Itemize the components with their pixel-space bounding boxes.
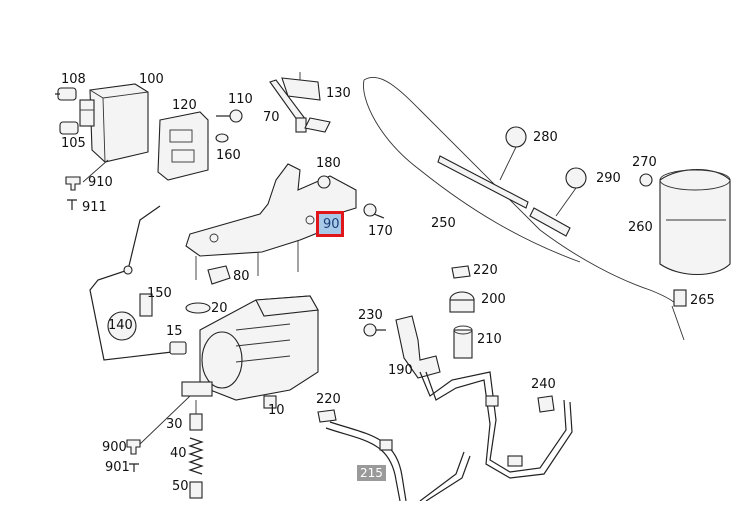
part-240-clip [537, 395, 555, 413]
label-20[interactable]: 20 [211, 301, 228, 316]
part-80-clip [207, 265, 231, 285]
part-230-bolt [363, 323, 386, 337]
label-100[interactable]: 100 [139, 72, 164, 87]
part-215-line-harness [325, 371, 573, 502]
label-105[interactable]: 105 [61, 136, 86, 151]
part-40-spring [188, 437, 204, 475]
part-270-nut [639, 173, 653, 187]
part-170-bolt [363, 203, 385, 219]
part-911-clip [67, 199, 77, 210]
label-140[interactable]: 140 [108, 318, 133, 333]
part-20-washer [185, 302, 211, 314]
part-105-sensor [59, 121, 79, 135]
label-260[interactable]: 260 [628, 220, 653, 235]
label-230[interactable]: 230 [358, 308, 383, 323]
label-160[interactable]: 160 [216, 148, 241, 163]
label-80[interactable]: 80 [233, 269, 250, 284]
part-10-compressor [181, 295, 319, 409]
label-10[interactable]: 10 [268, 403, 285, 418]
label-200[interactable]: 200 [481, 292, 506, 307]
label-40[interactable]: 40 [170, 446, 187, 461]
label-270[interactable]: 270 [632, 155, 657, 170]
part-900-clip [126, 439, 141, 455]
part-220-clip-top [451, 265, 471, 279]
part-210-valve [453, 325, 473, 359]
part-260-air-reservoir [659, 169, 731, 275]
part-50-plug [189, 481, 203, 499]
part-160-washer [215, 133, 229, 143]
label-280[interactable]: 280 [533, 130, 558, 145]
label-130[interactable]: 130 [326, 86, 351, 101]
part-220-clip-bottom [317, 409, 337, 423]
part-15-fitting [169, 341, 187, 355]
part-30-valve [189, 413, 203, 431]
part-100-control-unit [79, 83, 149, 163]
label-70[interactable]: 70 [263, 110, 280, 125]
part-910-clip [65, 176, 81, 191]
label-215[interactable]: 215 [357, 465, 386, 481]
label-240[interactable]: 240 [531, 377, 556, 392]
label-265[interactable]: 265 [690, 293, 715, 308]
part-108-sensor [55, 87, 77, 101]
label-220-bottom[interactable]: 220 [316, 392, 341, 407]
label-180[interactable]: 180 [316, 156, 341, 171]
label-901[interactable]: 901 [105, 460, 130, 475]
part-180-nut [317, 175, 331, 189]
label-290[interactable]: 290 [596, 171, 621, 186]
part-280-rod [437, 126, 529, 209]
part-90-bracket [185, 163, 357, 280]
part-901-clip [129, 463, 139, 472]
label-120[interactable]: 120 [172, 98, 197, 113]
part-265-valve [673, 289, 687, 307]
part-70-link [269, 79, 307, 133]
label-900[interactable]: 900 [102, 440, 127, 455]
label-190[interactable]: 190 [388, 363, 413, 378]
label-170[interactable]: 170 [368, 224, 393, 239]
part-120-bracket [157, 111, 209, 181]
part-200-valve [449, 291, 475, 313]
label-210[interactable]: 210 [477, 332, 502, 347]
label-108[interactable]: 108 [61, 72, 86, 87]
label-30[interactable]: 30 [166, 417, 183, 432]
highlighted-part-90[interactable]: 90 [316, 211, 344, 237]
label-50[interactable]: 50 [172, 479, 189, 494]
label-250[interactable]: 250 [431, 216, 456, 231]
label-220-top[interactable]: 220 [473, 263, 498, 278]
label-911[interactable]: 911 [82, 200, 107, 215]
part-190-valve-block [395, 315, 441, 379]
part-290-fitting [529, 167, 587, 237]
part-110-bolt [216, 109, 243, 123]
part-130-rail [281, 72, 331, 133]
label-910[interactable]: 910 [88, 175, 113, 190]
label-110[interactable]: 110 [228, 92, 253, 107]
part-150-connector [139, 293, 153, 317]
label-90: 90 [323, 217, 340, 232]
label-15[interactable]: 15 [166, 324, 183, 339]
label-150[interactable]: 150 [147, 286, 172, 301]
